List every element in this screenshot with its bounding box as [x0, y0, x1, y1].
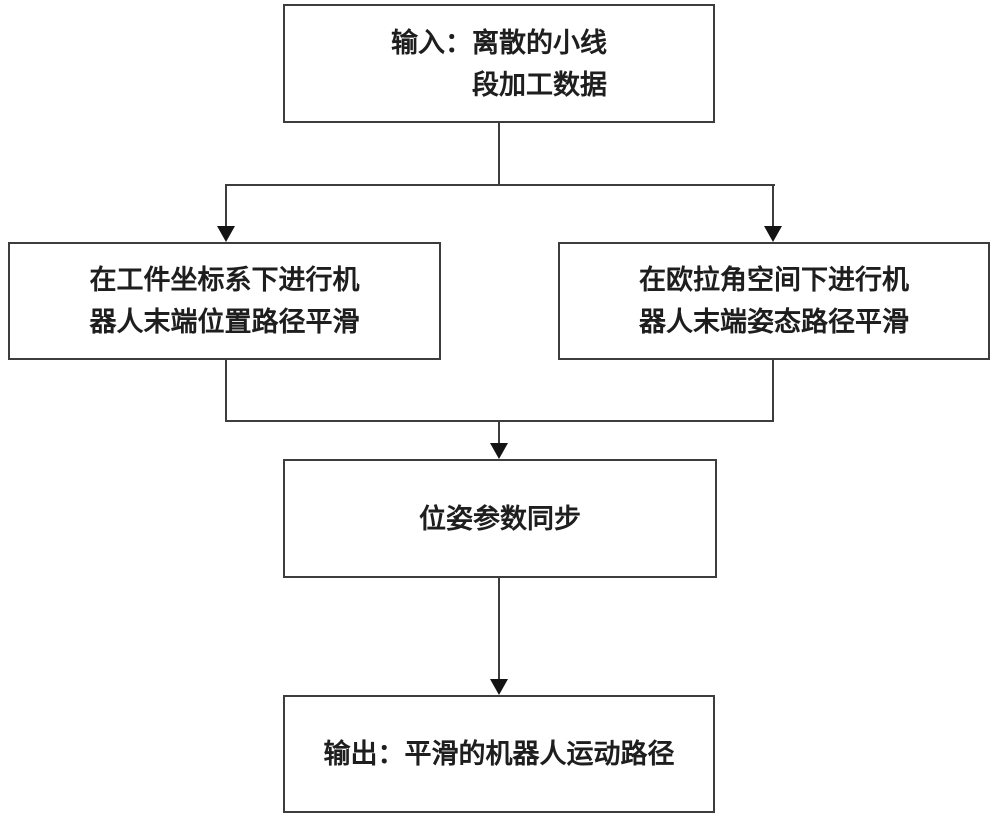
edge-branch-left-drop	[225, 184, 227, 228]
edge-sync-outlet	[498, 576, 500, 680]
node-input-discrete-segments: 输入：离散的小线 段加工数据	[283, 4, 715, 123]
node-input-line1: 输入：离散的小线	[391, 27, 607, 58]
edge-branch-right-drop	[772, 184, 774, 228]
node-pose-parameter-sync: 位姿参数同步	[283, 459, 717, 578]
node-position-line2: 器人末端位置路径平滑	[89, 307, 360, 337]
node-sync-line1: 位姿参数同步	[419, 503, 581, 534]
node-input-text: 输入：离散的小线 段加工数据	[391, 22, 607, 106]
edge-branch-bus	[225, 184, 775, 186]
node-output-smooth-path: 输出：平滑的机器人运动路径	[283, 695, 715, 813]
node-orientation-line2: 器人末端姿态路径平滑	[639, 307, 909, 337]
node-orientation-line1: 在欧拉角空间下进行机	[639, 265, 909, 295]
arrow-down-icon-left-branch	[217, 226, 235, 242]
arrow-down-icon-output	[490, 679, 508, 695]
arrow-down-icon-sync	[490, 443, 508, 459]
node-position-line1: 在工件坐标系下进行机	[89, 265, 360, 295]
node-orientation-path-smoothing: 在欧拉角空间下进行机 器人末端姿态路径平滑	[558, 242, 990, 360]
node-orientation-text: 在欧拉角空间下进行机 器人末端姿态路径平滑	[639, 259, 909, 343]
edge-sync-inlet	[498, 420, 500, 445]
node-position-path-smoothing: 在工件坐标系下进行机 器人末端位置路径平滑	[8, 242, 441, 360]
edge-merge-right-drop	[772, 358, 774, 422]
arrow-down-icon-right-branch	[764, 226, 782, 242]
node-position-text: 在工件坐标系下进行机 器人末端位置路径平滑	[90, 259, 360, 343]
node-output-line1: 输出：平滑的机器人运动路径	[323, 739, 675, 769]
node-input-line2: 段加工数据	[472, 69, 607, 100]
edge-input-stem	[498, 122, 500, 186]
edge-merge-left-drop	[225, 358, 227, 422]
